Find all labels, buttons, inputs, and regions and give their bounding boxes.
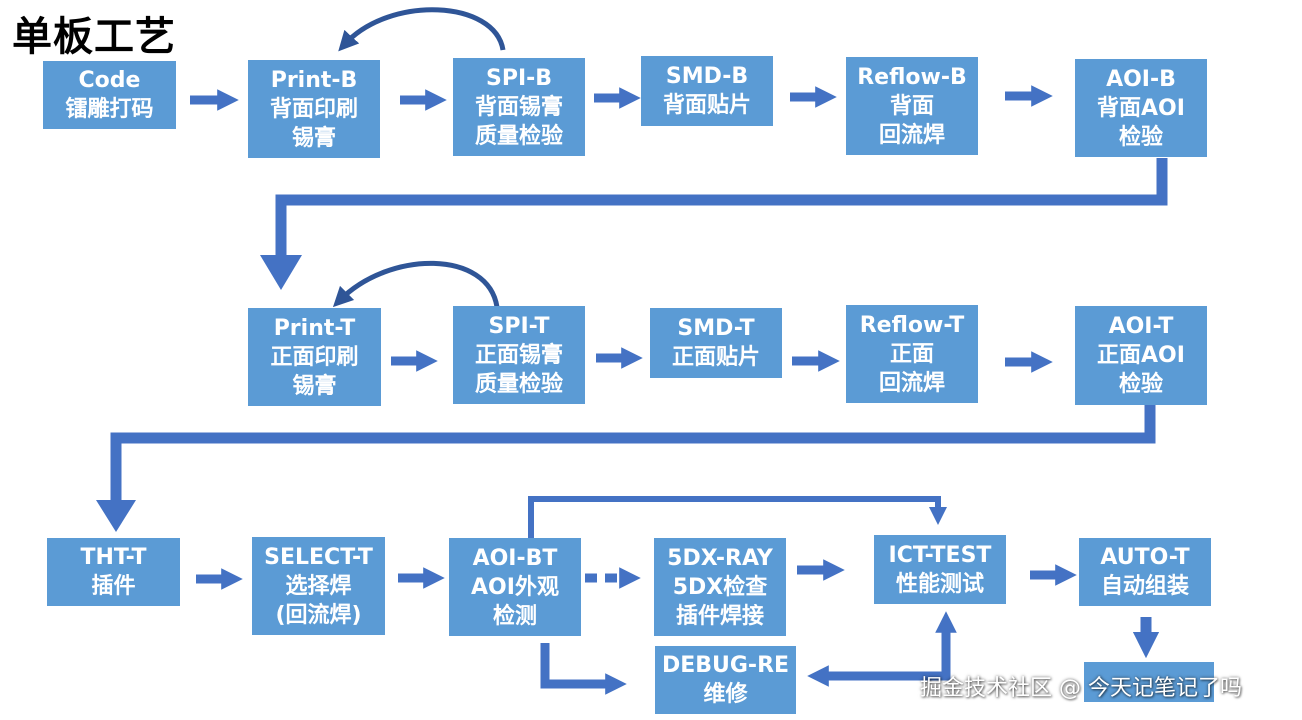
node-smd-b-line-1: SMD-B [665, 64, 749, 89]
node-reflow-t-line-2: 正面 [889, 341, 934, 367]
node-5dx-ray: 5DX-RAY 5DX检查 插件焊接 [654, 538, 786, 636]
node-spi-t-line-3: 质量检验 [474, 371, 563, 397]
arrow-head-row3 [96, 500, 136, 532]
node-aoi-b-line-3: 检验 [1118, 124, 1163, 150]
node-print-b-line-2: 背面印刷 [269, 96, 358, 122]
node-aoi-t-line-2: 正面AOI [1097, 343, 1185, 368]
node-smd-b: SMD-B 背面贴片 [641, 56, 773, 126]
node-print-b: Print-B 背面印刷 锡膏 [248, 60, 380, 158]
node-reflow-b: Reflow-B 背面 回流焊 [846, 57, 978, 155]
node-smd-b-line-2: 背面贴片 [662, 93, 751, 118]
node-smd-t: SMD-T 正面贴片 [650, 308, 782, 378]
node-aoi-t-line-3: 检验 [1118, 372, 1163, 397]
node-aoi-b-line-2: 背面AOI [1097, 95, 1185, 121]
node-aoi-bt-line-3: 检测 [492, 603, 537, 629]
arrow-head-row2 [260, 255, 302, 290]
node-select-t-line-2: 选择焊 [285, 573, 352, 599]
node-ict-test-line-2: 性能测试 [895, 571, 984, 597]
node-aoi-b: AOI-B 背面AOI 检验 [1075, 59, 1207, 157]
node-spi-b-line-1: SPI-B [485, 65, 553, 91]
node-smd-t-line-2: 正面贴片 [671, 345, 760, 370]
node-reflow-t-line-1: Reflow-T [859, 312, 965, 338]
node-print-t-line-1: Print-T [273, 315, 356, 341]
arrow-ict-debug [807, 625, 951, 687]
node-5dx-ray-line-3: 插件焊接 [675, 603, 764, 629]
connector-row1-row2 [275, 158, 1168, 255]
node-5dx-ray-line-1: 5DX-RAY [667, 545, 773, 571]
node-5dx-ray-line-2: 5DX检查 [672, 574, 768, 600]
node-spi-t: SPI-T 正面锡膏 质量检验 [453, 306, 585, 404]
arrow-aoi-bt-ict-bypass [528, 496, 947, 538]
node-reflow-b-line-1: Reflow-B [857, 64, 967, 90]
node-reflow-t: Reflow-T 正面 回流焊 [846, 305, 978, 403]
node-auto-t: AUTO-T 自动组装 [1079, 538, 1211, 606]
node-code-line-2: 镭雕打码 [65, 97, 154, 122]
node-print-t: Print-T 正面印刷 锡膏 [248, 308, 381, 406]
node-tht-t-line-2: 插件 [91, 574, 136, 599]
node-aoi-t-line-1: AOI-T [1108, 314, 1174, 339]
node-tht-t-line-1: THT-T [80, 545, 147, 570]
watermark-text: 掘金技术社区 @ 今天记笔记了吗 [920, 676, 1242, 701]
node-print-t-line-3: 锡膏 [292, 373, 337, 399]
node-smd-t-line-1: SMD-T [677, 316, 755, 341]
node-aoi-b-line-1: AOI-B [1106, 66, 1176, 92]
node-auto-t-line-1: AUTO-T [1100, 545, 1190, 570]
node-debug-re-line-2: 维修 [703, 682, 748, 707]
node-spi-t-line-2: 正面锡膏 [474, 342, 563, 368]
node-aoi-bt: AOI-BT AOI外观 检测 [449, 538, 581, 636]
node-reflow-b-line-3: 回流焊 [878, 122, 945, 148]
node-spi-b: SPI-B 背面锡膏 质量检验 [453, 58, 585, 156]
node-code: Code 镭雕打码 [43, 61, 176, 129]
node-print-b-line-3: 锡膏 [291, 125, 336, 151]
node-debug-re: DEBUG-RE 维修 [655, 646, 796, 714]
loop-arrow-spi-b [338, 7, 506, 52]
node-print-t-line-2: 正面印刷 [270, 344, 359, 370]
node-tht-t: THT-T 插件 [47, 538, 180, 606]
node-spi-t-line-1: SPI-T [488, 313, 550, 339]
node-spi-b-line-3: 质量检验 [474, 123, 563, 149]
node-print-b-line-1: Print-B [270, 67, 358, 93]
node-auto-t-line-2: 自动组装 [1100, 574, 1189, 599]
arrow-aoi-bt-debug [540, 643, 627, 695]
node-ict-test: ICT-TEST 性能测试 [874, 535, 1006, 604]
node-debug-re-line-1: DEBUG-RE [661, 653, 790, 678]
page-title: 单板工艺 [12, 14, 176, 60]
node-reflow-t-line-3: 回流焊 [878, 370, 945, 396]
loop-arrow-spi-t [332, 260, 500, 308]
node-ict-test-line-1: ICT-TEST [888, 542, 992, 568]
node-aoi-bt-line-2: AOI外观 [471, 574, 559, 600]
node-select-t-line-1: SELECT-T [264, 544, 373, 570]
node-code-line-1: Code [78, 68, 141, 93]
connector-row2-row3 [110, 405, 1156, 500]
node-aoi-t: AOI-T 正面AOI 检验 [1075, 306, 1207, 405]
node-reflow-b-line-2: 背面 [889, 93, 934, 119]
node-final-step [1084, 662, 1214, 702]
node-spi-b-line-2: 背面锡膏 [474, 94, 563, 120]
node-select-t-line-3: (回流焊) [275, 602, 362, 628]
node-select-t: SELECT-T 选择焊 (回流焊) [252, 537, 385, 635]
node-aoi-bt-line-1: AOI-BT [472, 545, 558, 571]
